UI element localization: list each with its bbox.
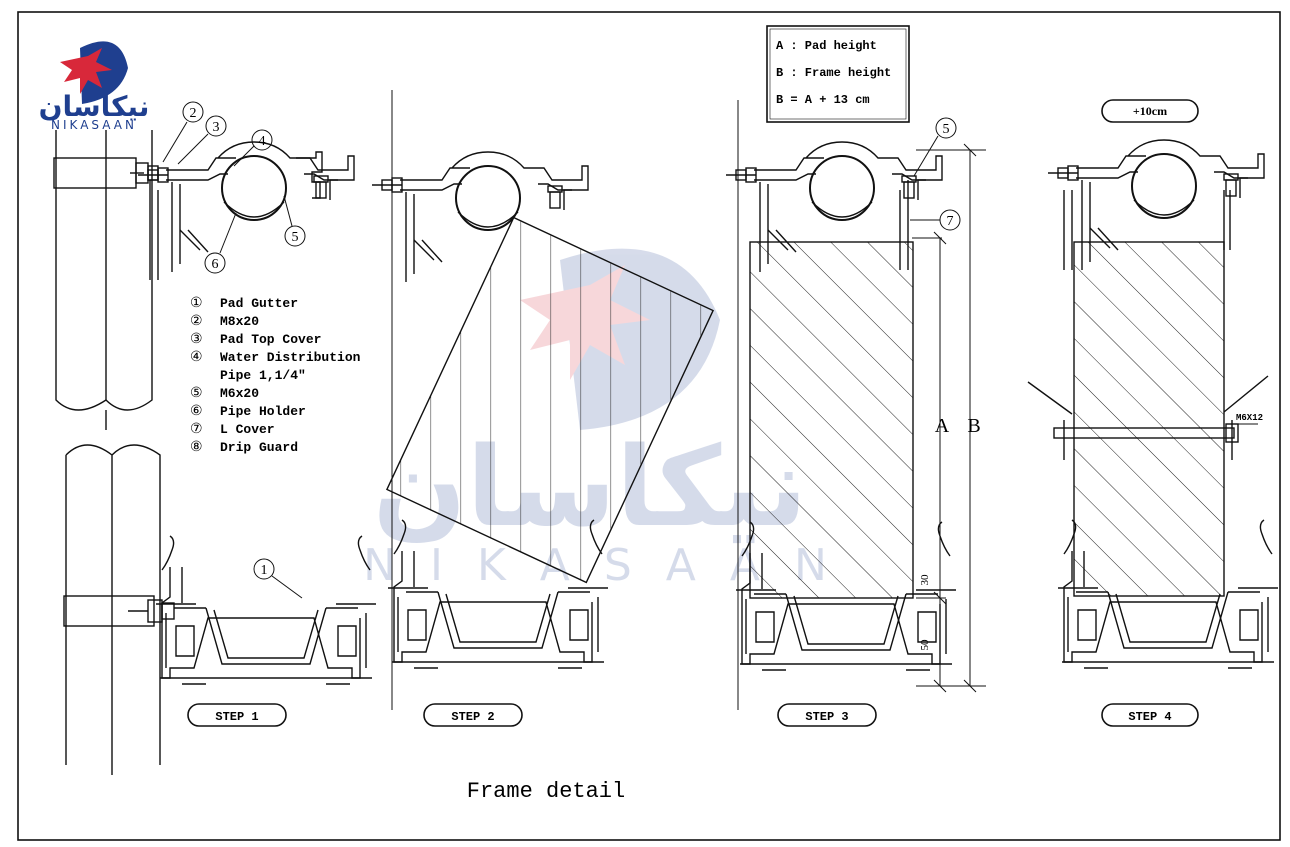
callout-1-s1: 1 xyxy=(261,563,268,578)
legend-label-7: L Cover xyxy=(220,422,275,437)
legend-label-5: M6x20 xyxy=(220,386,259,401)
legend-num-5: ⑤ xyxy=(190,386,203,401)
callout-2-s1: 2 xyxy=(190,106,197,121)
legend-num-4: ④ xyxy=(190,350,203,365)
legend-label-4b: Pipe 1,1/4" xyxy=(220,368,306,383)
dim-b: B xyxy=(967,415,980,437)
logo-latin-text: NIKASAAN xyxy=(51,118,137,132)
step-labels: STEP 1 STEP 2 STEP 3 STEP 4 xyxy=(187,703,1199,727)
callout-4-s1: 4 xyxy=(259,134,266,149)
legend-num-6: ⑥ xyxy=(190,404,203,419)
step3-assembly: A B 30 50 5 7 A : Pad height B : Frame h… xyxy=(725,25,986,710)
dim-a: A xyxy=(935,415,950,437)
step4-assembly: M6X12 +10cm xyxy=(1027,99,1279,669)
dim-bolt: M6X12 xyxy=(1236,413,1263,423)
legend-label-2: M8x20 xyxy=(220,314,259,329)
step2-assembly xyxy=(371,90,715,710)
step1-assembly: 2 3 4 5 6 1 xyxy=(53,101,377,775)
step1-label: STEP 1 xyxy=(215,710,258,724)
step2-label: STEP 2 xyxy=(451,710,494,724)
legend-num-1: ① xyxy=(190,296,203,311)
legend-num-2: ② xyxy=(190,314,203,329)
callout-5-s1: 5 xyxy=(292,230,299,245)
callout-7-s3: 7 xyxy=(947,214,954,229)
logo-persian-text: نیکاسان xyxy=(39,90,150,123)
legend-label-3: Pad Top Cover xyxy=(220,332,321,347)
callout-6-s1: 6 xyxy=(212,257,219,272)
legend-num-7: ⑦ xyxy=(190,422,203,437)
info-pad-height: A : Pad height xyxy=(776,39,877,53)
parts-legend: ① Pad Gutter ② M8x20 ③ Pad Top Cover ④ W… xyxy=(190,296,361,455)
dim-plus10: +10cm xyxy=(1133,104,1167,118)
info-formula: B = A + 13 cm xyxy=(776,93,870,107)
legend-num-3: ③ xyxy=(190,332,203,347)
legend-label-6: Pipe Holder xyxy=(220,404,306,419)
nikasaan-logo: نیکاسان NIKASAAN xyxy=(39,41,150,132)
legend-label-8: Drip Guard xyxy=(220,440,298,455)
info-frame-height: B : Frame height xyxy=(776,66,891,80)
page-border xyxy=(17,11,1281,841)
callout-5-s3: 5 xyxy=(943,122,950,137)
legend-num-8: ⑧ xyxy=(190,440,203,455)
legend-label-1: Pad Gutter xyxy=(220,296,298,311)
step3-label: STEP 3 xyxy=(805,710,848,724)
dim-30: 30 xyxy=(919,574,931,586)
callout-3-s1: 3 xyxy=(213,120,220,135)
step4-label: STEP 4 xyxy=(1128,710,1171,724)
dim-50: 50 xyxy=(919,639,931,651)
drawing-title: Frame detail xyxy=(467,779,625,804)
legend-label-4: Water Distribution xyxy=(220,350,361,365)
